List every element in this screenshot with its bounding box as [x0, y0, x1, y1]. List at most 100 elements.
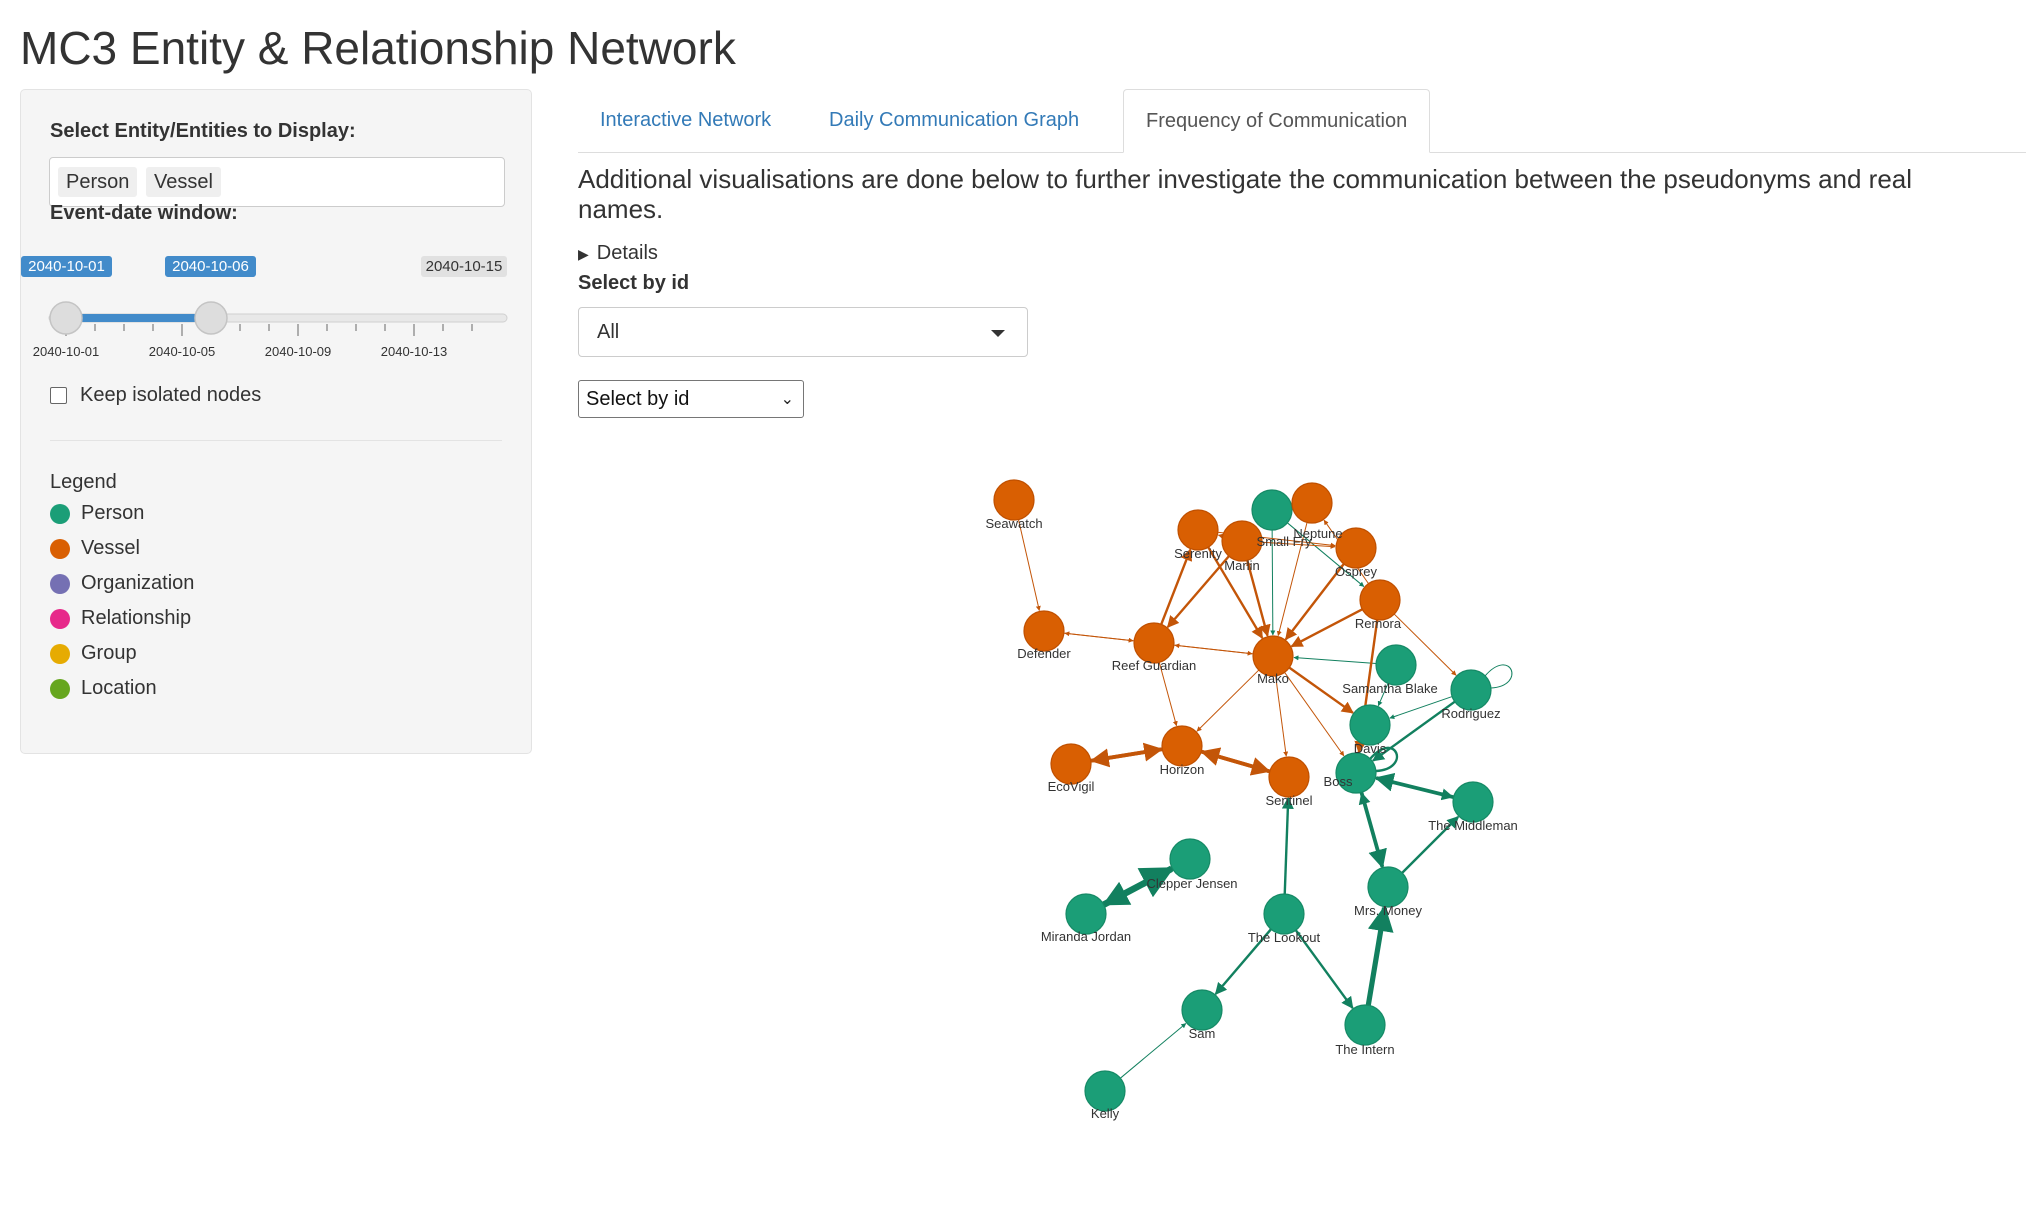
node-label-mako: Mako: [1257, 671, 1289, 686]
tab-interactive-network[interactable]: Interactive Network: [600, 109, 772, 131]
date-window-label: Event-date window:: [50, 202, 238, 224]
node-select[interactable]: Select by id ⌄: [578, 380, 804, 418]
edge-mako-to-osprey: [1284, 564, 1344, 641]
node-label-horizon: Horizon: [1160, 762, 1205, 777]
entity-chip-vessel[interactable]: Vessel: [146, 167, 221, 197]
slider-from-bubble: [21, 256, 112, 277]
page-title: MC3 Entity & Relationship Network: [20, 22, 736, 74]
slider-handle-to[interactable]: [194, 301, 228, 335]
node-sam[interactable]: [1181, 989, 1223, 1031]
node-davis[interactable]: [1349, 704, 1391, 746]
node-rodriguez[interactable]: [1450, 669, 1492, 711]
description-text: Additional visualisations are done below…: [578, 164, 1913, 224]
tab-frequency-of-communication[interactable]: Frequency of Communication: [1123, 89, 1431, 153]
node-mrs-money[interactable]: [1367, 866, 1409, 908]
node-the-lookout[interactable]: [1263, 893, 1305, 935]
node-label-clepper-jensen: Clepper Jensen: [1146, 876, 1237, 891]
node-label-remora: Remora: [1355, 616, 1402, 631]
edge-samantha-blake-to-mako: [1293, 655, 1377, 665]
legend-label: Group: [81, 642, 137, 664]
node-sentinel[interactable]: [1268, 756, 1310, 798]
node-label-reef-guardian: Reef Guardian: [1112, 658, 1197, 673]
edge-remora-to-mako: [1290, 608, 1363, 648]
details-toggle[interactable]: ▶Details: [578, 242, 658, 265]
legend-dot: [50, 538, 70, 559]
legend-item-organization: Organization: [50, 572, 194, 595]
edge-kelly-to-sam: [1120, 1023, 1187, 1079]
legend-title: Legend: [50, 471, 117, 493]
legend-label: Organization: [81, 572, 195, 594]
legend-label: Location: [81, 677, 157, 699]
legend-label: Relationship: [81, 607, 192, 629]
node-reef-guardian[interactable]: [1133, 622, 1175, 664]
edge-neptune-to-mako: [1276, 522, 1308, 637]
node-osprey[interactable]: [1335, 527, 1377, 569]
node-label-seawatch: Seawatch: [985, 516, 1042, 531]
triangle-right-icon: ▶: [578, 246, 589, 262]
tab-daily-communication-graph[interactable]: Daily Communication Graph: [829, 109, 1080, 131]
node-kelly[interactable]: [1084, 1070, 1126, 1112]
node-label-the-intern: The Intern: [1335, 1042, 1394, 1057]
entity-multiselect[interactable]: Person Vessel: [49, 157, 505, 207]
edge-marlin-to-reef-guardian: [1166, 555, 1230, 629]
node-remora[interactable]: [1359, 579, 1401, 621]
node-ecovigil[interactable]: [1050, 743, 1092, 785]
id-dropdown[interactable]: All: [578, 307, 1028, 357]
caret-down-icon: [991, 330, 1005, 337]
node-defender[interactable]: [1023, 610, 1065, 652]
edge-reef-guardian-to-horizon: [1158, 662, 1178, 727]
node-serenity[interactable]: [1177, 509, 1219, 551]
edge-rodriguez-to-boss: [1372, 700, 1456, 762]
edge-small-fry-to-mako: [1270, 529, 1276, 636]
slider-tick-label: 2040-10-05: [149, 344, 216, 359]
slider-tick-label: 2040-10-13: [381, 344, 448, 359]
node-label-ecovigil: EcoVigil: [1048, 779, 1095, 794]
keep-isolated-checkbox[interactable]: [50, 387, 67, 404]
edge-boss-to-the-middleman: [1375, 776, 1454, 801]
node-mako[interactable]: [1252, 635, 1294, 677]
node-boss[interactable]: [1335, 752, 1377, 794]
edge-the-intern-to-the-lookout: [1295, 930, 1354, 1010]
edge-the-lookout-to-sentinel: [1281, 796, 1294, 895]
node-neptune[interactable]: [1291, 482, 1333, 524]
legend-item-vessel: Vessel: [50, 537, 140, 560]
node-label-serenity: Serenity: [1174, 546, 1222, 561]
node-small-fry[interactable]: [1251, 489, 1293, 531]
legend-item-person: Person: [50, 502, 144, 525]
node-label-the-middleman: The Middleman: [1428, 818, 1518, 833]
edge-the-lookout-to-sam: [1214, 928, 1272, 995]
node-seawatch[interactable]: [993, 479, 1035, 521]
legend-label: Vessel: [81, 537, 140, 559]
node-label-neptune: Neptune: [1293, 526, 1342, 541]
node-miranda-jordan[interactable]: [1065, 893, 1107, 935]
edge-ecovigil-to-horizon: [1090, 742, 1164, 763]
entity-select-label: Select Entity/Entities to Display:: [50, 120, 356, 142]
node-marlin[interactable]: [1221, 520, 1263, 562]
keep-isolated-row[interactable]: Keep isolated nodes: [50, 384, 261, 407]
node-the-intern[interactable]: [1344, 1004, 1386, 1046]
tab-bar: Interactive Network Daily Communication …: [578, 89, 2026, 153]
node-clepper-jensen[interactable]: [1169, 838, 1211, 880]
edge-marlin-to-osprey: [1261, 541, 1336, 549]
slider-tick-label: 2040-10-09: [265, 344, 332, 359]
node-label-sentinel: Sentinel: [1266, 793, 1313, 808]
slider-handle-from[interactable]: [49, 301, 83, 335]
node-samantha-blake[interactable]: [1375, 644, 1417, 686]
edge-samantha-blake-to-davis: [1377, 683, 1389, 707]
node-label-rodriguez: Rodriguez: [1441, 706, 1500, 721]
node-label-sam: Sam: [1189, 1026, 1216, 1041]
entity-chip-person[interactable]: Person: [58, 167, 138, 197]
edge-mako-to-davis: [1288, 666, 1354, 714]
date-range-slider[interactable]: 2040-10-01 2040-10-06 2040-10-15 2040-10…: [21, 240, 533, 359]
edge-clepper-jensen-to-miranda-jordan: [1102, 866, 1174, 907]
node-horizon[interactable]: [1161, 725, 1203, 767]
edge-seawatch-to-defender: [1017, 519, 1041, 612]
edge-serenity-to-mako: [1207, 546, 1264, 639]
slider-to-bubble: [165, 256, 256, 277]
node-label-kelly: Kelly: [1091, 1106, 1120, 1121]
edge-mrs-money-to-boss: [1358, 792, 1384, 869]
legend-item-location: Location: [50, 677, 157, 700]
node-the-middleman[interactable]: [1452, 781, 1494, 823]
